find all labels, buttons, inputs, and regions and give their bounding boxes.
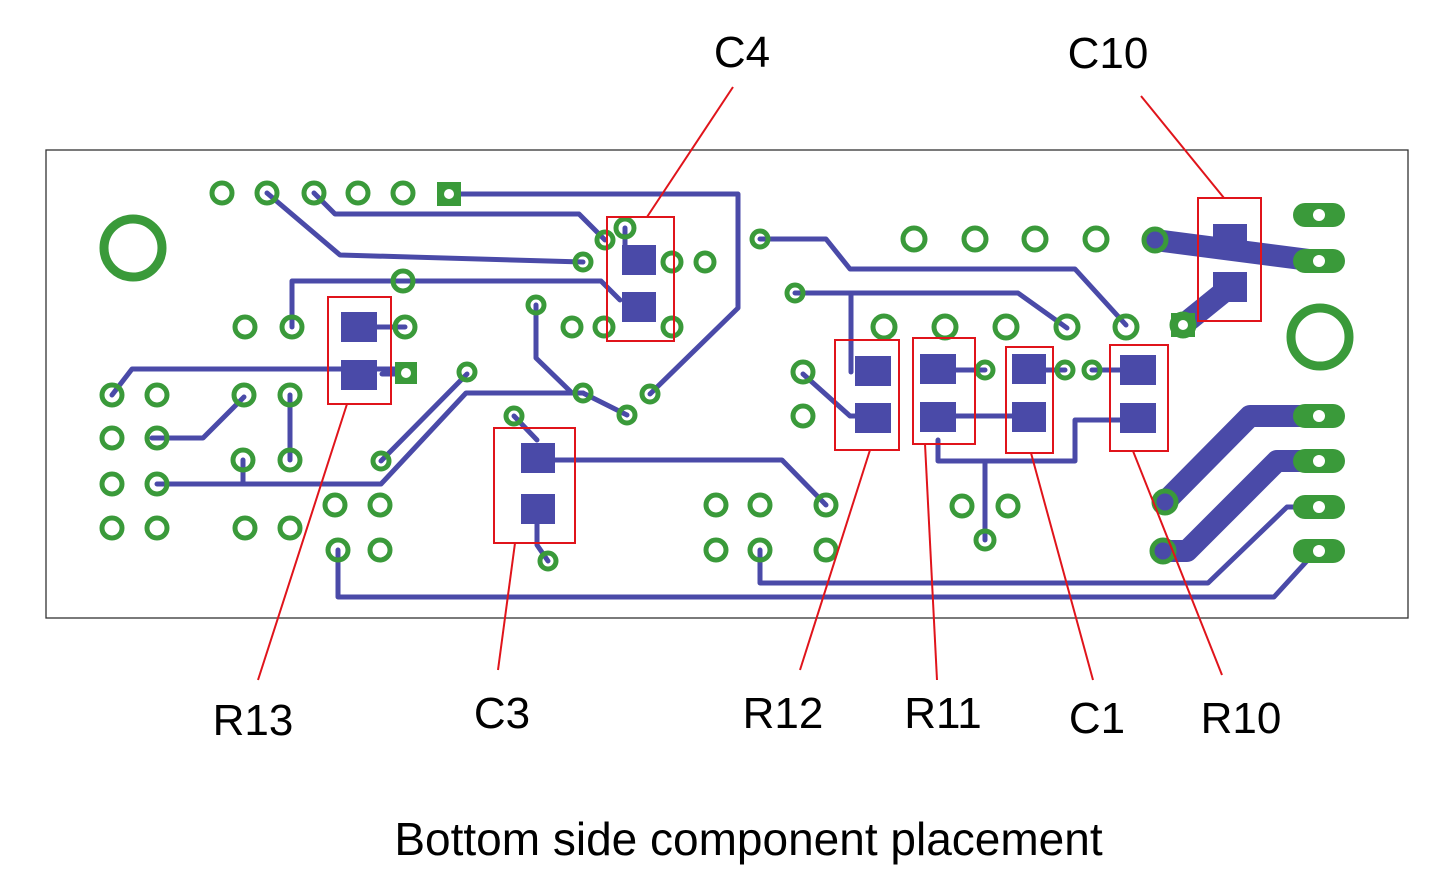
marker-box-c1	[1005, 346, 1054, 454]
leader-c3	[497, 542, 516, 671]
smd-pads	[341, 224, 1247, 524]
component-markers	[327, 197, 1262, 544]
label-r10: R10	[1201, 694, 1282, 743]
marker-box-c4	[606, 216, 675, 342]
through-hole-pads	[99, 180, 1354, 572]
pad-holes	[401, 189, 1325, 557]
leader-r11	[924, 443, 938, 681]
leader-r10	[1132, 450, 1223, 676]
label-c3: C3	[474, 689, 530, 738]
label-r12: R12	[743, 689, 824, 738]
label-r13: R13	[213, 696, 294, 745]
leader-c10	[1140, 95, 1225, 199]
marker-box-c3	[493, 427, 576, 544]
label-c4: C4	[714, 28, 770, 77]
leader-c1	[1030, 452, 1094, 681]
leader-r13	[257, 403, 348, 681]
leader-c4	[646, 86, 734, 218]
label-c1: C1	[1069, 694, 1125, 743]
marker-box-c10	[1197, 197, 1262, 322]
marker-box-r10	[1109, 344, 1169, 452]
figure-caption: Bottom side component placement	[394, 813, 1103, 865]
board-outline	[45, 149, 1409, 619]
label-c10: C10	[1068, 29, 1149, 78]
leader-lines	[257, 86, 1225, 681]
marker-box-r13	[327, 296, 392, 405]
leader-r12	[799, 449, 871, 671]
marker-box-r12	[834, 339, 900, 451]
marker-box-r11	[912, 337, 976, 445]
label-r11: R11	[904, 689, 981, 738]
